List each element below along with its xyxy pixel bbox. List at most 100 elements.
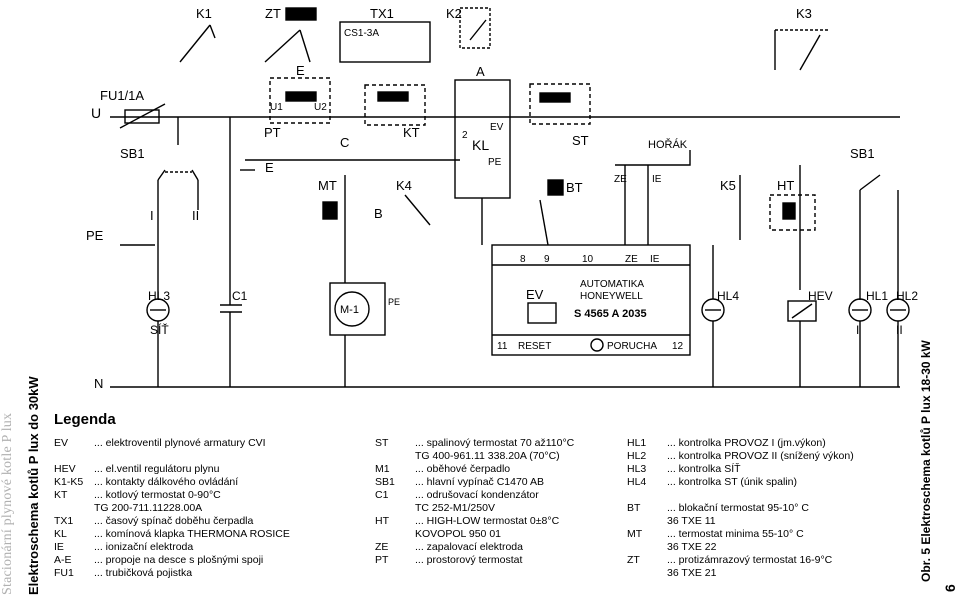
legend-desc: ... prostorový termostat: [415, 554, 523, 566]
legend-row: A-E... propoje na desce s plošnými spoji: [54, 554, 290, 567]
legend-code: HL1: [627, 437, 647, 449]
legend-desc: KOVOPOL 950 01: [415, 528, 501, 540]
legend-desc: ... ionizační elektroda: [94, 541, 194, 553]
switch-sb1: SB1 I II: [120, 117, 199, 223]
svg-text:10: 10: [582, 254, 594, 265]
svg-text:11: 11: [497, 341, 508, 352]
lamp-hl4: HL4: [701, 245, 739, 387]
legend-desc: TG 200-711.11228.00A: [94, 502, 203, 514]
legend-desc: ... oběhové čerpadlo: [415, 463, 511, 475]
label-model: S 4565 A 2035: [574, 308, 647, 320]
legend-desc: ... časový spínač doběhu čerpadla: [94, 515, 254, 527]
legend-row: ZT... protizámrazový termostat 16-9°C: [627, 554, 854, 567]
label-pe-kl: PE: [488, 157, 502, 168]
label-fu1: FU1/1A: [100, 88, 144, 103]
legend-title: Legenda: [54, 411, 116, 428]
legend-code: BT: [627, 502, 641, 514]
lamps-hl1-hl2: HL1 HL2 I II: [848, 289, 918, 387]
lamp-hl3: HL3 SÍŤ: [146, 210, 170, 387]
thermostat-kt: C KT: [340, 84, 426, 150]
label-ii-right: II: [896, 323, 903, 337]
side-title: Stacionární plynové kotle P lux: [0, 412, 15, 595]
legend-row: HT ... HIGH-LOW termostat 0±8°C: [375, 515, 574, 528]
label-pt: PT: [264, 125, 281, 140]
legend-desc: ... blokační termostat 95-10° C: [667, 502, 809, 514]
label-kt: KT: [403, 125, 420, 140]
pump-m1: M-1 PE: [329, 245, 400, 387]
legend-row: SB1... hlavní vypínač C1470 AB: [375, 476, 574, 489]
label-c1: C1: [232, 289, 248, 303]
chimney-flap-kl: 2 EV KL PE: [462, 122, 504, 245]
label-e: E: [296, 63, 305, 78]
legend-desc: ... kontakty dálkového ovládání: [94, 476, 239, 488]
label-k5: K5: [720, 178, 736, 193]
label-horak: HOŘÁK: [648, 138, 688, 151]
label-k1: K1: [196, 6, 212, 21]
legend: Legenda EV ... elektroventil plynové arma…: [54, 411, 904, 593]
label-u2: U2: [314, 102, 327, 113]
legend-desc: ... trubičková pojistka: [94, 567, 193, 579]
contact-k3: K3: [774, 6, 830, 71]
label-k4: K4: [396, 178, 412, 193]
legend-column-2: ST... spalinový termostat 70 až110°C TG …: [375, 437, 574, 567]
label-sb1-right: SB1: [850, 146, 875, 161]
svg-text:9: 9: [544, 254, 550, 265]
label-sb1: SB1: [120, 146, 145, 161]
legend-code: SB1: [375, 476, 395, 488]
legend-code: MT: [627, 528, 643, 540]
legend-code: PT: [375, 554, 389, 566]
svg-text:8: 8: [520, 254, 526, 265]
label-cs13a: CS1-3A: [344, 28, 379, 39]
label-hl2: HL2: [896, 289, 918, 303]
label-c: C: [340, 135, 349, 150]
label-k2: K2: [446, 6, 462, 21]
main-rails: [110, 116, 900, 388]
label-st: ST: [572, 133, 589, 148]
legend-row: TG 200-711.11228.00A: [54, 502, 290, 515]
svg-text:12: 12: [672, 341, 684, 352]
fuse-fu1: FU1/1A U: [91, 88, 166, 129]
legend-code: EV: [54, 437, 69, 449]
label-ii: II: [192, 208, 199, 223]
legend-desc: ... elektroventil plynové armatury CVI: [94, 437, 266, 449]
label-ev-kl: EV: [490, 122, 504, 133]
legend-desc: TG 400-961.11 338.20A (70°C): [415, 450, 560, 462]
label-kl: KL: [472, 137, 489, 153]
legend-desc: ... kontrolka PROVOZ II (snížený výkon): [667, 450, 854, 462]
legend-code: M1: [375, 463, 390, 475]
timer-tx1: TX1 CS1-3A: [339, 6, 431, 63]
label-b: B: [374, 206, 383, 221]
legend-row: MT... termostat minima 55-10° C: [627, 528, 854, 541]
legend-desc: ... spalinový termostat 70 až110°C: [415, 437, 575, 449]
legend-desc: 36 TXE 22: [667, 541, 717, 553]
legend-desc: ... HIGH-LOW termostat 0±8°C: [415, 515, 560, 527]
thermostat-pt: U1 U2 PT: [264, 91, 327, 140]
switch-sb1-right: SB1: [850, 146, 899, 300]
wiring-diagram: FU1/1A U SB1 I II PE HL3 SÍŤ C1 N: [86, 6, 918, 391]
label-k3: K3: [796, 6, 812, 21]
legend-code: HL4: [627, 476, 647, 488]
legend-desc: ... el.ventil regulátoru plynu: [94, 463, 220, 475]
legend-code: [627, 567, 667, 580]
label-hev: HEV: [808, 289, 833, 303]
legend-row: ST... spalinový termostat 70 až110°C: [375, 437, 574, 450]
label-ie-box: IE: [650, 254, 660, 265]
label-reset: RESET: [518, 341, 551, 352]
legend-row: TX1... časový spínač doběhu čerpadla: [54, 515, 290, 528]
legend-row: HL3... kontrolka SÍŤ: [627, 463, 854, 476]
legend-code: [627, 515, 667, 528]
legend-code: IE: [54, 541, 64, 553]
label-ie: IE: [652, 174, 662, 185]
label-a: A: [476, 64, 485, 79]
legend-desc: ... kontrolka PROVOZ I (jm.výkon): [667, 437, 826, 449]
legend-row: C1... odrušovací kondenzátor: [375, 489, 574, 502]
control-unit: 8 9 10 ZE IE AUTOMATIKA HONEYWELL S 4565…: [491, 244, 691, 356]
legend-code: [375, 502, 415, 515]
legend-desc: ... zapalovací elektroda: [415, 541, 523, 553]
legend-row: K1-K5... kontakty dálkového ovládání: [54, 476, 290, 489]
legend-desc: TC 252-M1/250V: [415, 502, 495, 514]
legend-desc: ... kotlový termostat 0-90°C: [94, 489, 221, 501]
legend-code: HT: [375, 515, 389, 527]
label-pe-m1: PE: [388, 297, 400, 307]
legend-code: C1: [375, 489, 389, 501]
